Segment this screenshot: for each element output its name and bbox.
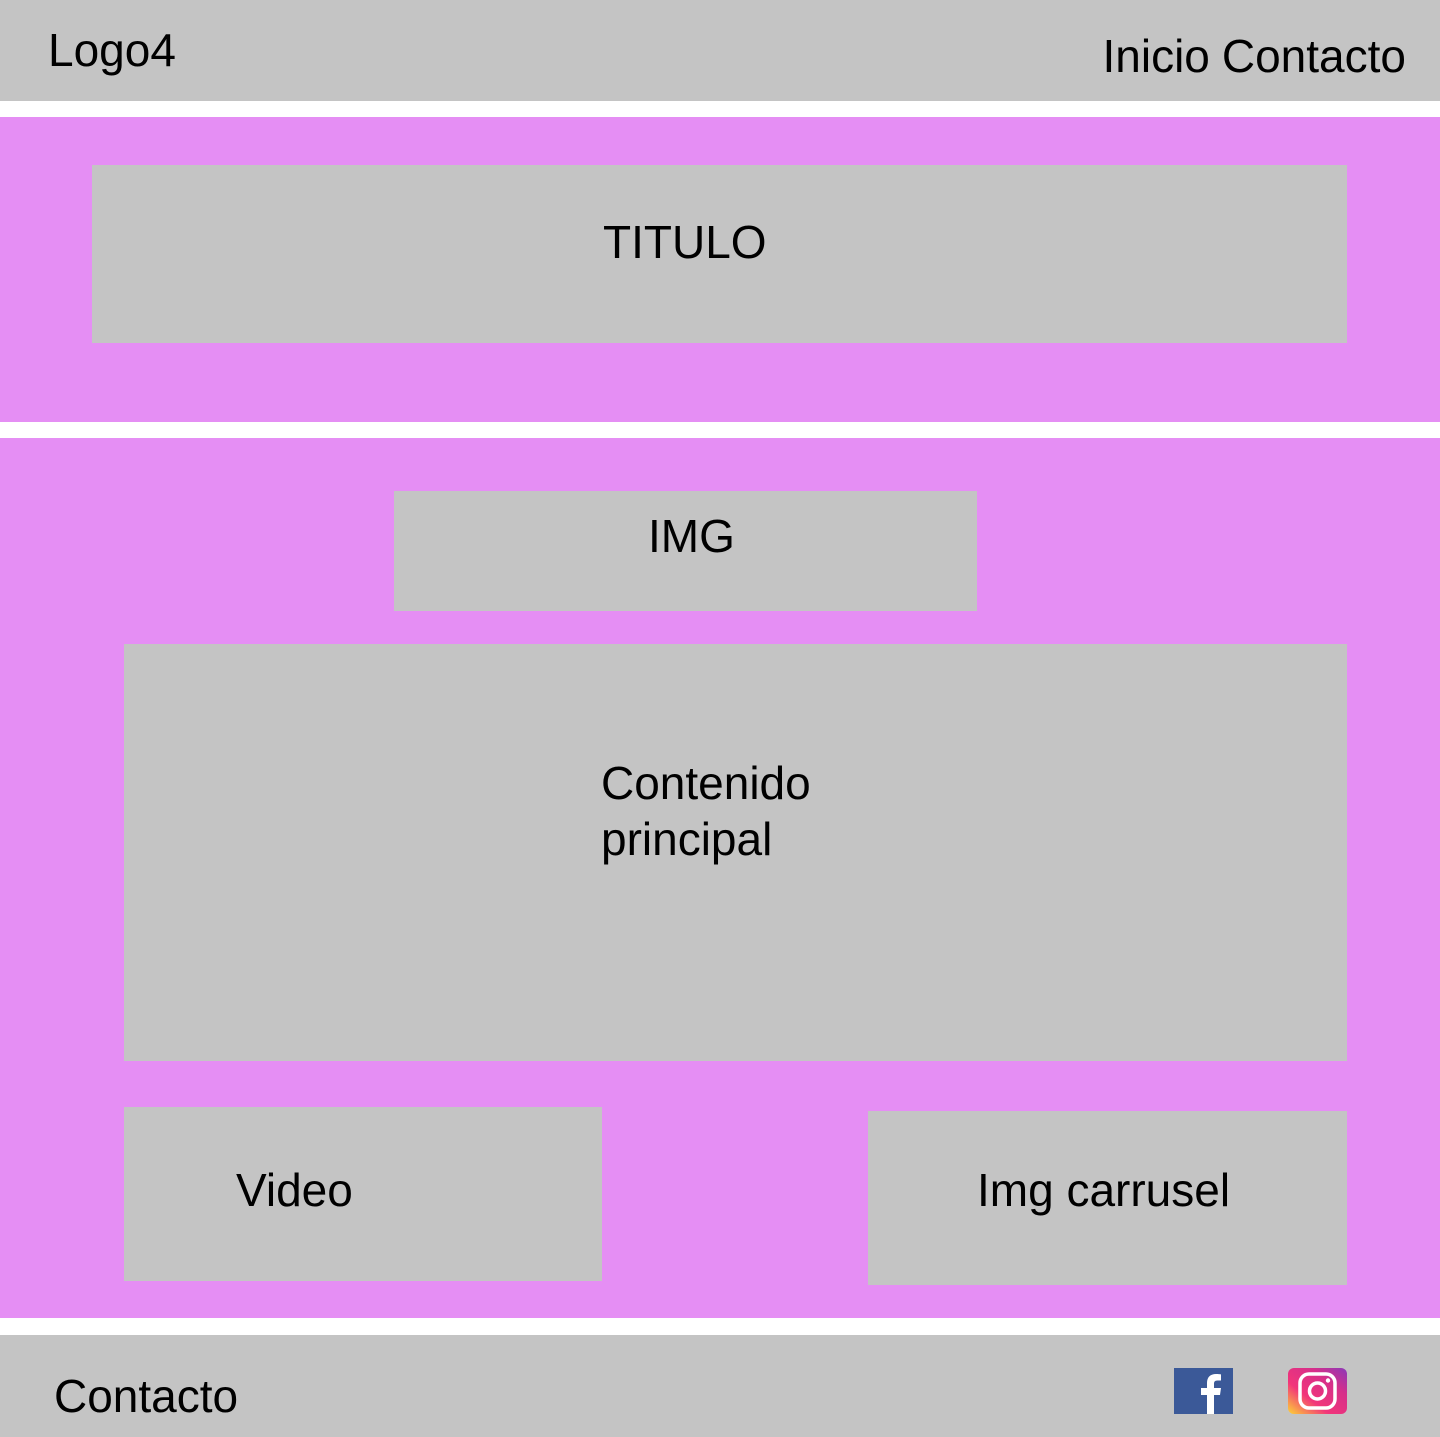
footer-contact-link[interactable]: Contacto — [54, 1370, 239, 1422]
image-placeholder — [394, 491, 977, 611]
title-placeholder — [92, 165, 1347, 343]
image-carousel-placeholder[interactable] — [868, 1111, 1347, 1285]
page-title: TITULO — [603, 216, 767, 268]
video-label: Video — [236, 1164, 353, 1216]
video-placeholder[interactable] — [124, 1107, 602, 1281]
image-carousel-label: Img carrusel — [977, 1164, 1231, 1216]
instagram-icon[interactable] — [1288, 1368, 1347, 1414]
facebook-icon[interactable] — [1174, 1368, 1233, 1414]
nav-link-inicio[interactable]: Inicio — [1102, 30, 1210, 82]
logo[interactable]: Logo4 — [48, 24, 176, 76]
main-content-placeholder — [124, 644, 1347, 1061]
image-label: IMG — [648, 510, 735, 562]
main-content-label: Contenido principal — [601, 757, 811, 865]
nav-link-contacto[interactable]: Contacto — [1221, 30, 1406, 82]
site-header — [0, 0, 1440, 101]
